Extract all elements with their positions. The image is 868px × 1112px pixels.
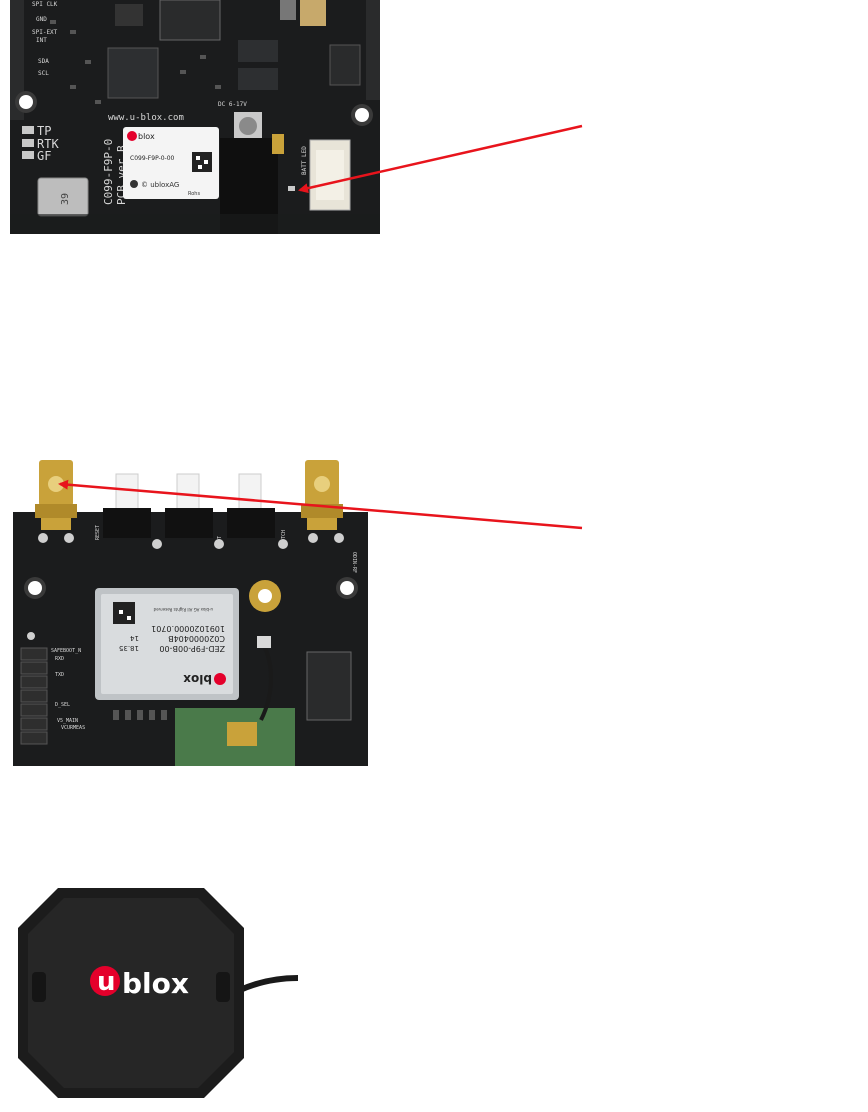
usb-number-label: 39 [60, 193, 71, 205]
led-label-rtk: RTK [37, 137, 59, 151]
pin-label: SPI CLK [32, 1, 58, 8]
logo-letter-u: u [97, 967, 116, 997]
odin-rf-label: ODIN-RF [351, 552, 357, 573]
dc-input-label: DC 6-17V [218, 101, 247, 108]
gnss-antenna-photo: u blox [18, 886, 298, 1098]
header-label: TXD [55, 672, 64, 678]
zed-module-small-label: u-blox AG All Rights Reserved [153, 607, 213, 612]
sma-connector-gnss [35, 460, 77, 530]
led-label-tp: TP [37, 124, 51, 138]
evaluation-board-top-photo: SPI CLK GND SPI-EXT INT SDA SCL TP RTK G… [10, 0, 380, 234]
push-button [227, 473, 275, 538]
zed-f9p-module: blox ZED-F9P-00B-00 C020000404B 10910200… [95, 588, 239, 700]
header-label: SAFEBOOT_N [51, 648, 81, 654]
module-copyright-label: © ubloxAG [141, 181, 179, 189]
pin-label: SDA [38, 58, 49, 65]
switch-button-label: SWITCH [281, 530, 287, 548]
led-label-gf: GF [37, 149, 51, 163]
website-label: www.u-blox.com [108, 113, 184, 123]
antenna-illustration: u blox [18, 888, 298, 1098]
logo-text-blox: blox [122, 967, 189, 1000]
batt-led-label: BATT LED [301, 146, 308, 175]
ic-chip [306, 651, 352, 721]
header-label: VCURMEAS [61, 725, 85, 731]
board-bottom-illustration: RESET BOOT SWITCH ODIN-RF blox ZED-F9P-0… [13, 460, 368, 766]
qr-code [113, 602, 135, 624]
header-label: RXD [55, 656, 64, 662]
zed-module-date-label: 18.35 [119, 644, 139, 652]
board-id-label: C099-F9P-0 [102, 139, 115, 205]
antenna-cable [238, 975, 298, 993]
zed-module-code-label: 14 [130, 634, 139, 642]
battery-led [288, 186, 295, 191]
pin-label: SCL [38, 70, 49, 77]
push-button [103, 473, 151, 538]
zed-module-lot-label: 1091020000.0701 [151, 624, 225, 633]
pin-label: SPI-EXT [32, 29, 58, 36]
coax-cable [259, 643, 273, 721]
module-mark-label: Rohs [188, 191, 200, 197]
push-button [165, 473, 213, 538]
module-brand-label: blox [138, 132, 155, 141]
header-label: D_SEL [55, 702, 70, 708]
gnss-module-top: blox C099-F9P-0-00 © ubloxAG Rohs [123, 127, 219, 199]
reset-button-label: RESET [95, 525, 101, 540]
ublox-logo-dot [90, 966, 120, 996]
pin-label: INT [36, 37, 47, 44]
zed-module-brand-label: blox [183, 672, 212, 686]
sma-connector-odin [301, 460, 343, 530]
module-part-label: C099-F9P-0-00 [130, 155, 175, 162]
evaluation-board-bottom-photo: RESET BOOT SWITCH ODIN-RF blox ZED-F9P-0… [13, 452, 368, 766]
zed-module-serial-label: C020000404B [168, 634, 225, 643]
board-top-illustration: SPI CLK GND SPI-EXT INT SDA SCL TP RTK G… [10, 0, 380, 234]
zed-module-part-label: ZED-F9P-00B-00 [159, 644, 225, 653]
pin-label: GND [36, 16, 47, 23]
header-label: V5_MAIN [57, 718, 78, 724]
processor-chip [107, 47, 159, 99]
